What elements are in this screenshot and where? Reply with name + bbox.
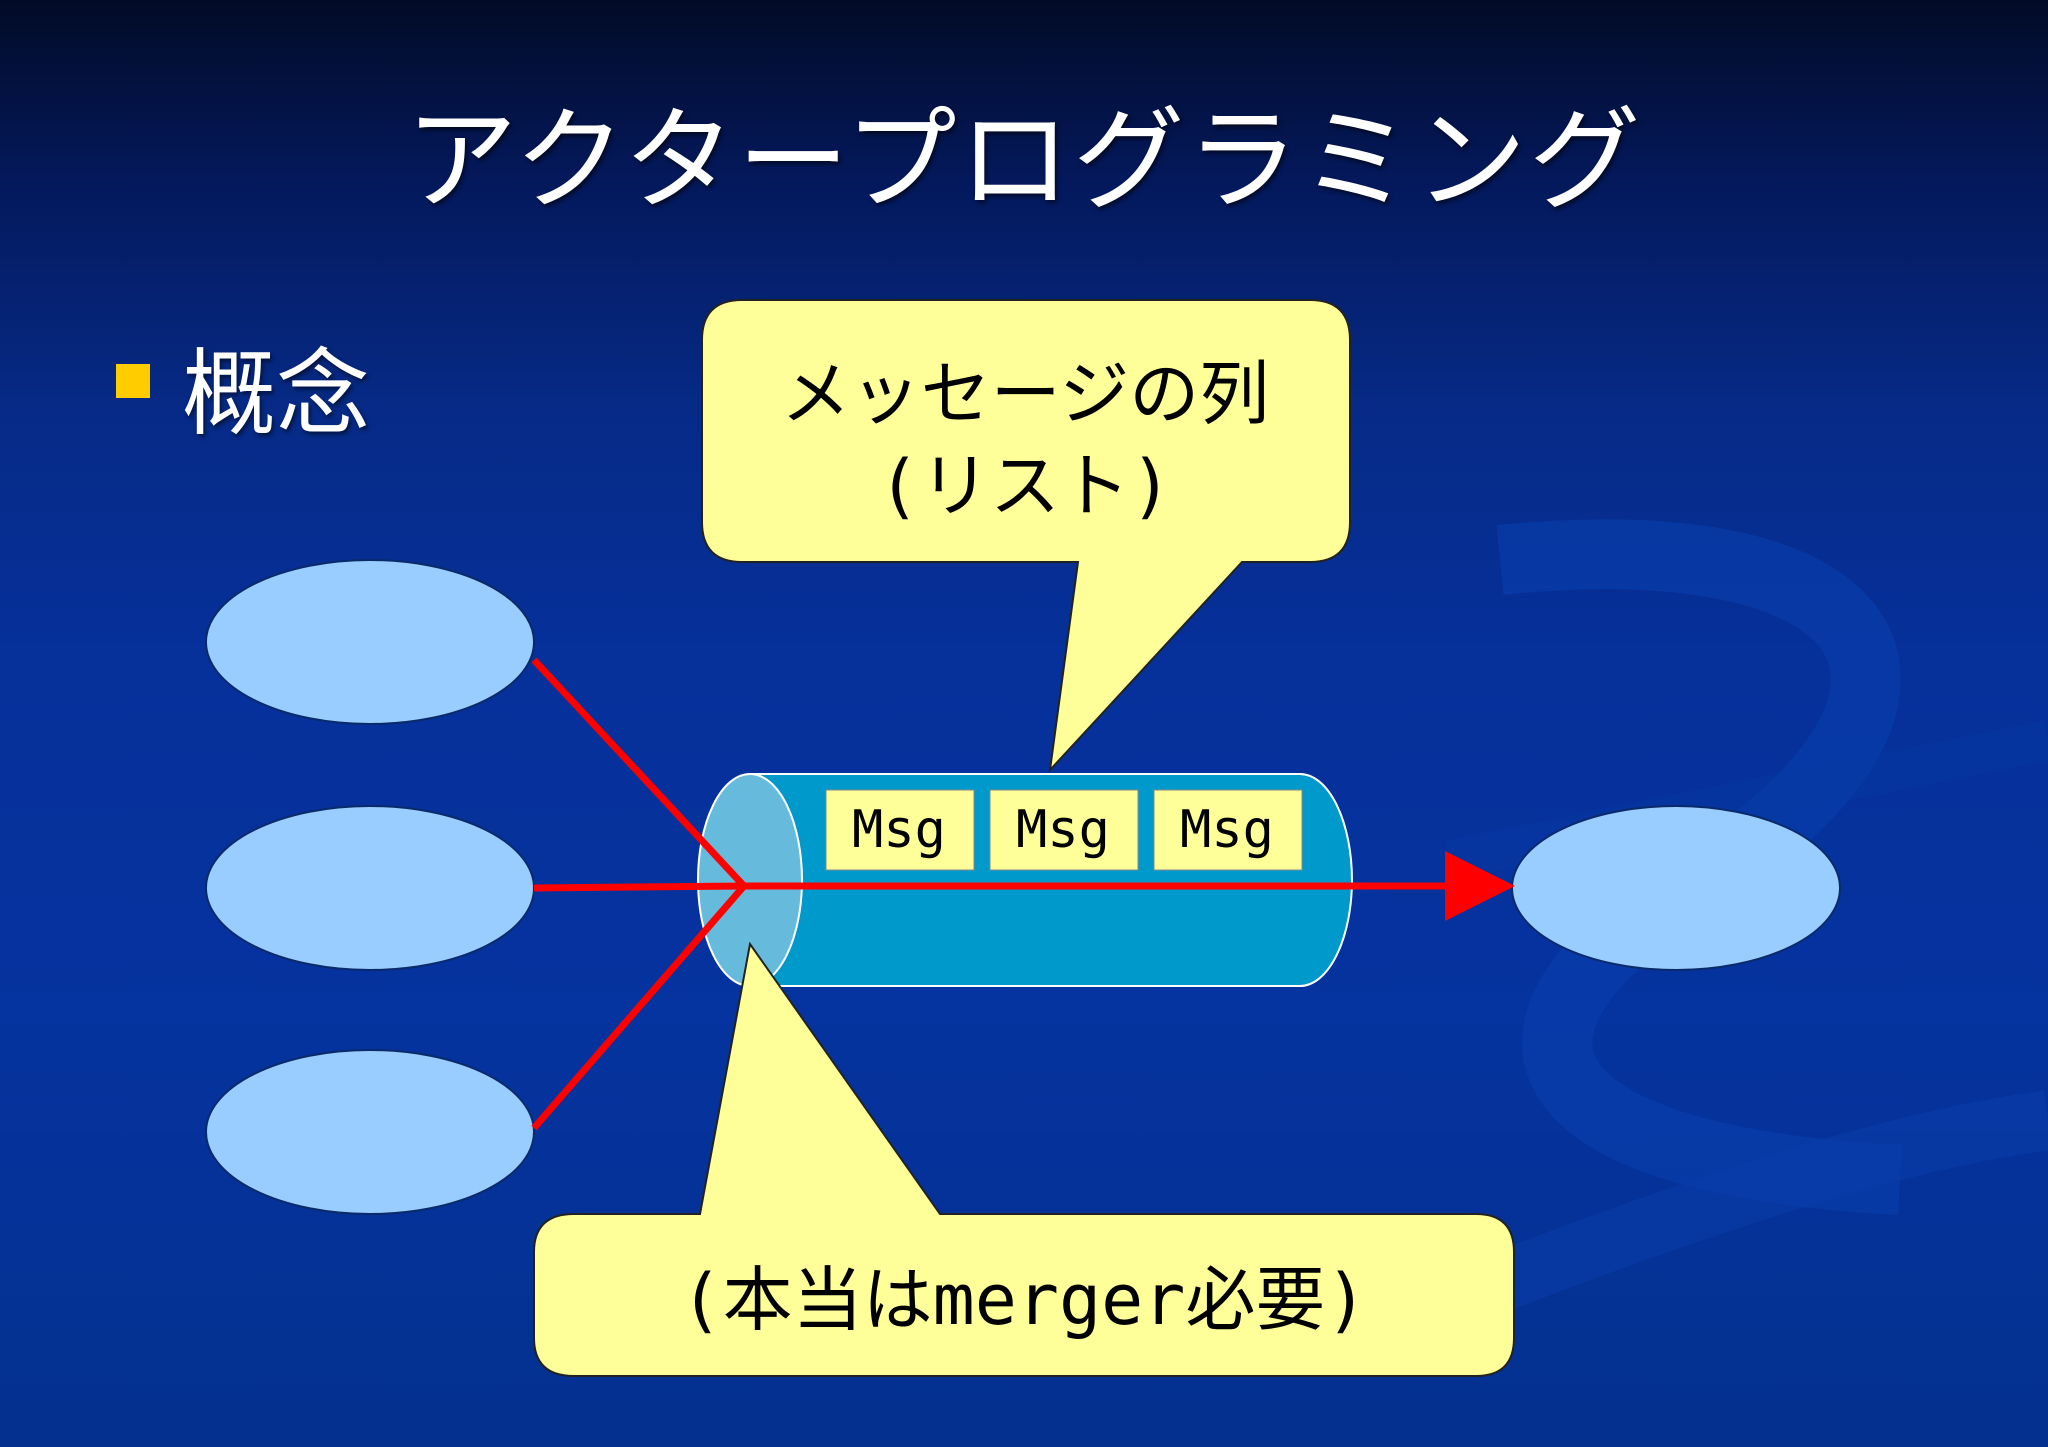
callout-top-line1: メッセージの列 — [780, 353, 1270, 435]
callout-top-text: メッセージの列 (リスト) — [700, 348, 1350, 532]
slide-title: アクタープログラミング — [405, 96, 1643, 226]
receiver-actor — [1511, 805, 1841, 971]
callout-top-shape — [701, 299, 1351, 774]
message-box-1 — [825, 789, 975, 871]
callout-bottom-shape — [533, 941, 1515, 1377]
message-box-3 — [1153, 789, 1303, 871]
message-line-2 — [533, 882, 745, 892]
callout-top-line2: (リスト) — [877, 445, 1173, 527]
message-label-3: Msg — [1180, 800, 1274, 860]
message-label-2: Msg — [1016, 800, 1110, 860]
bullet-text: 概念 — [182, 340, 371, 449]
sender-actor-2 — [205, 805, 535, 971]
message-line-3 — [531, 883, 747, 1131]
message-box-2 — [989, 789, 1139, 871]
bullet-square-icon — [116, 364, 150, 398]
callout-bottom-text: (本当はmerger必要) — [680, 1259, 1368, 1341]
sender-actor-3 — [205, 1049, 535, 1215]
sender-actor-1 — [205, 559, 535, 725]
message-line-1 — [531, 657, 747, 889]
message-label-1: Msg — [852, 800, 946, 860]
